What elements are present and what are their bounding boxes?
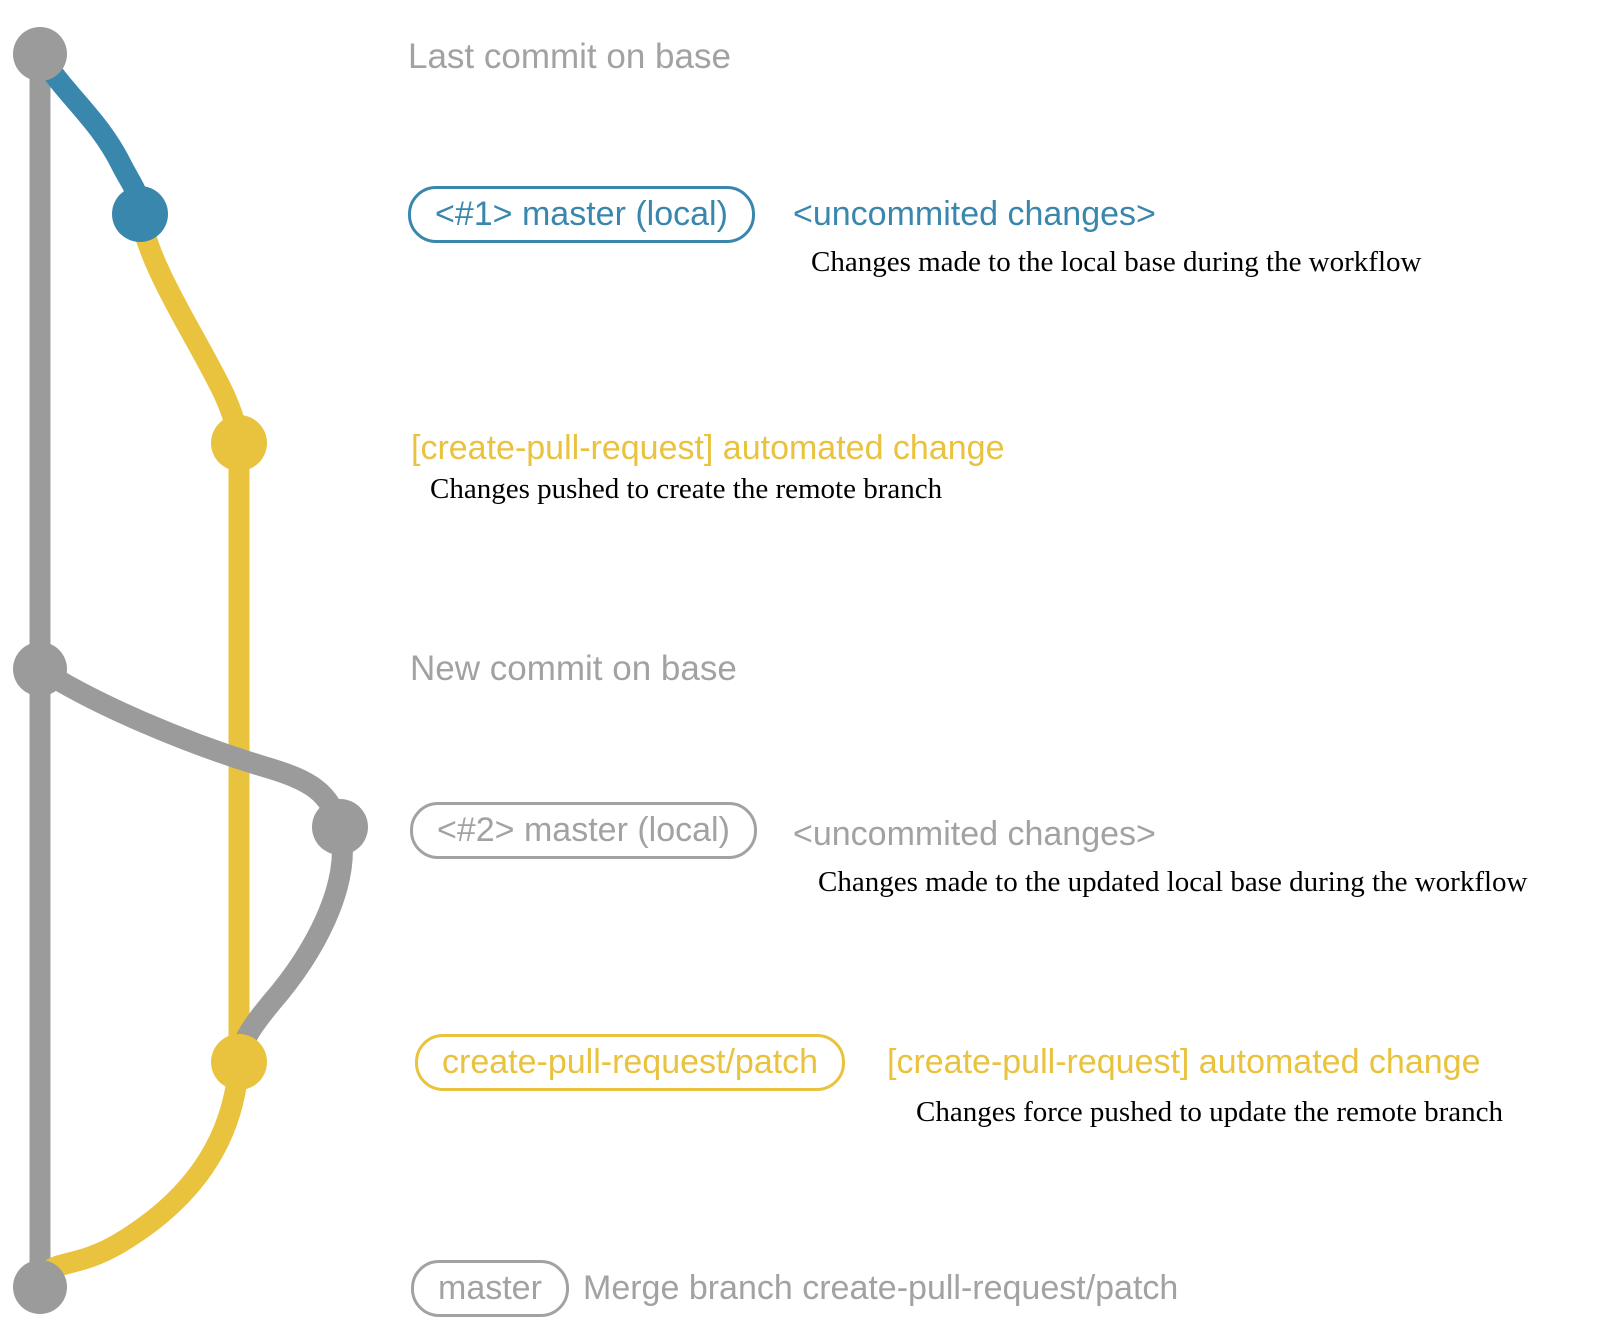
branch-label-text: <#2> master (local) [437,811,730,849]
local-changes-curve-1 [29,43,151,225]
description-local-changes-2: Changes made to the updated local base d… [818,866,1528,898]
branch-label-master-local-2: <#2> master (local) [410,802,757,859]
branch-label-master-local-1: <#1> master (local) [408,186,755,243]
commit-message-merge: Merge branch create-pull-request/patch [583,1269,1179,1307]
branch-label-text: create-pull-request/patch [442,1043,819,1081]
commit-dot-local-1 [112,186,168,242]
note-new-commit-on-base: New commit on base [410,649,737,688]
branch-label-text: <#1> master (local) [435,195,728,233]
description-push-2: Changes force pushed to update the remot… [916,1096,1504,1128]
note-last-commit-on-base: Last commit on base [408,37,731,76]
description-push-1: Changes pushed to create the remote bran… [430,473,943,505]
commit-message-automated-change-2: [create-pull-request] automated change [887,1043,1481,1081]
commit-dot-remote-2 [211,1034,267,1090]
commit-dot-last-base [13,27,67,81]
description-local-changes-1: Changes made to the local base during th… [811,246,1422,278]
commit-dot-merge [13,1260,67,1314]
annotation-uncommitted-changes-1: <uncommited changes> [793,195,1156,233]
commit-graph [13,27,368,1314]
commit-message-automated-change-1: [create-pull-request] automated change [411,429,1005,467]
annotation-uncommitted-changes-2: <uncommited changes> [793,815,1156,853]
branch-label-master: master [411,1260,569,1317]
commit-dot-new-base [13,642,67,696]
commit-dot-local-2 [312,799,368,855]
commit-dot-remote-1 [211,415,267,471]
local-changes-curve-2 [229,816,353,1067]
branch-label-text: master [438,1269,542,1307]
new-base-commit-curve [29,658,351,838]
branch-label-create-pull-request-patch: create-pull-request/patch [415,1034,846,1091]
